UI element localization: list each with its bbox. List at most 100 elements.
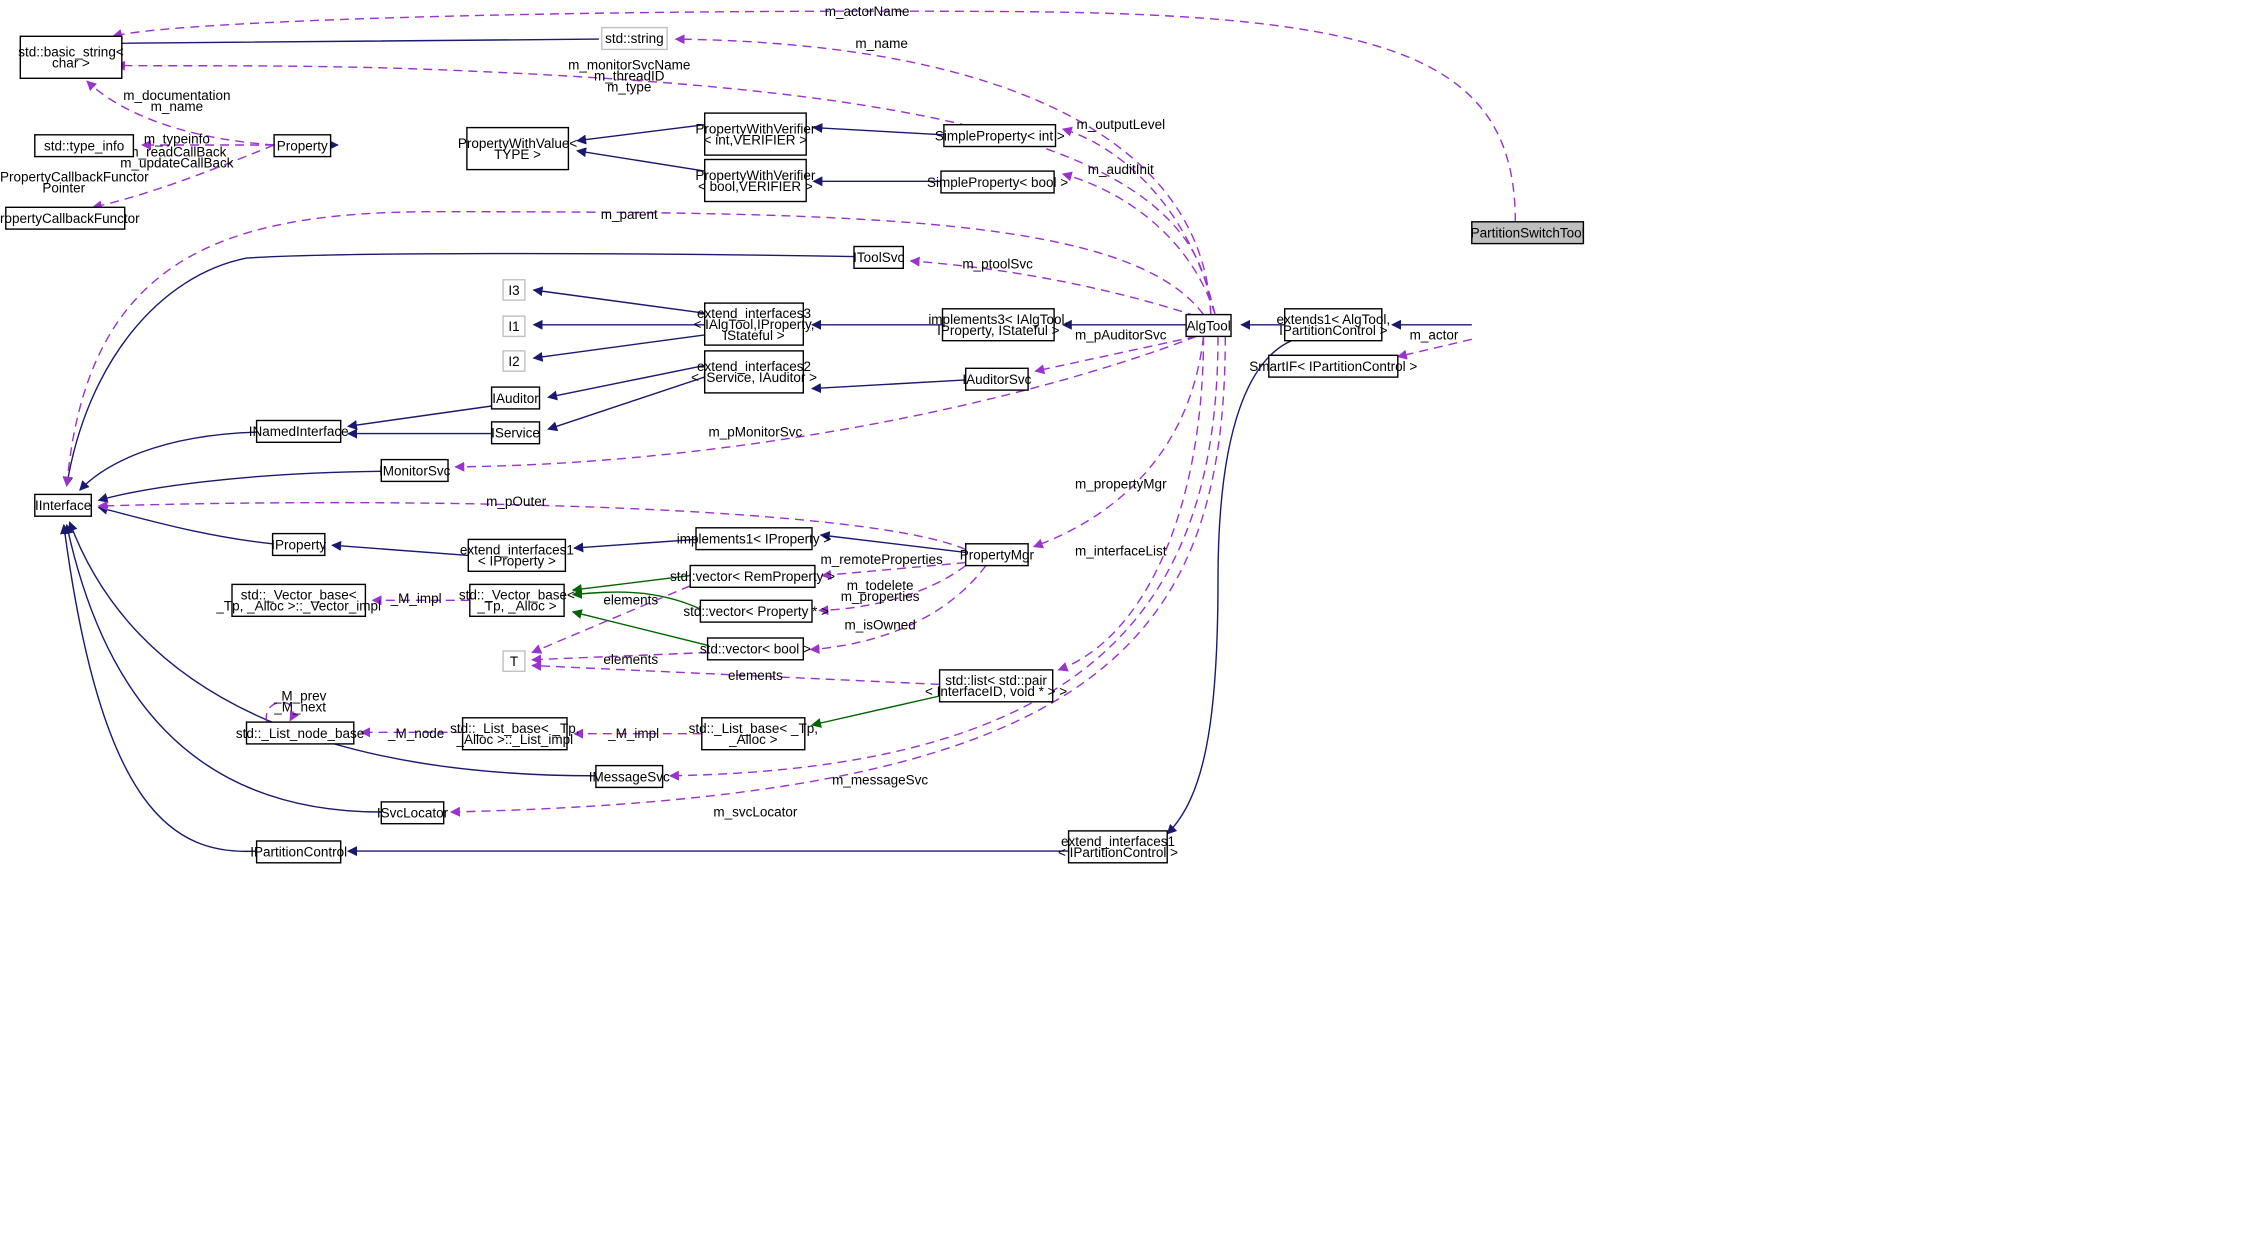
class-node-label: std::basic_string<char > [18, 45, 124, 71]
class-node-list-node-base[interactable]: std::_List_node_base [236, 721, 364, 745]
class-node-t[interactable]: T [502, 650, 526, 672]
class-node-label: IToolSvc [853, 250, 904, 265]
usage-edge [531, 585, 691, 654]
edge-label-elements-2: elements [603, 652, 658, 667]
inheritance-edge [347, 405, 492, 430]
class-node-smartif[interactable]: SmartIF< IPartitionControl > [1249, 354, 1417, 378]
class-node-pwv-int[interactable]: PropertyWithVerifier< int,VERIFIER > [695, 112, 816, 156]
class-node-iauditorsvc[interactable]: IAuditorSvc [962, 367, 1032, 391]
class-node-isvclocator[interactable]: ISvcLocator [377, 801, 449, 825]
edge-label-m-isowned: m_isOwned [844, 617, 915, 632]
class-node-pwv-bool[interactable]: PropertyWithVerifier< bool,VERIFIER > [695, 158, 816, 203]
edge-label-m-propertymgr: m_propertyMgr [1075, 477, 1167, 492]
class-node-label: PropertyCallbackFunctor [0, 211, 140, 226]
usage-edge [62, 210, 1205, 487]
class-node-label: AlgTool [1186, 318, 1230, 333]
template-instance-edge [571, 588, 701, 610]
class-node-label: extends1< AlgTool,IPartitionControl > [1276, 312, 1390, 338]
edge-label-nullproperty: nullPropertyCallbackFunctorPointer [0, 169, 149, 195]
edge-label-m-node: _M_node [387, 726, 444, 741]
class-node-label: PropertyWithValue<TYPE > [458, 136, 578, 162]
class-node-label: IMessageSvc [589, 769, 670, 784]
inheritance-edge [576, 124, 705, 145]
inheritance-edge [60, 523, 257, 853]
class-node-label: IAuditorSvc [962, 372, 1031, 387]
usage-edge [668, 336, 1219, 781]
usage-edge [1061, 171, 1216, 315]
class-node-imessagesvc[interactable]: IMessageSvc [589, 764, 670, 789]
class-node-string[interactable]: std::string [601, 26, 668, 51]
class-node-label: IInterface [35, 498, 91, 513]
class-node-vec-bool[interactable]: std::vector< bool > [700, 637, 811, 661]
class-node-iproperty[interactable]: IProperty [271, 532, 326, 557]
class-node-label: PropertyMgr [960, 547, 1035, 562]
usage-edge [674, 34, 1212, 315]
class-node-vec-base-impl[interactable]: std::_Vector_base<_Tp, _Alloc >::_Vector… [215, 583, 381, 618]
class-node-label: SimpleProperty< bool > [927, 175, 1068, 190]
class-node-impl1[interactable]: implements1< IProperty > [677, 527, 832, 551]
edge-label-m-outputlevel: m_outputLevel [1077, 117, 1166, 132]
class-node-i3[interactable]: I3 [502, 279, 526, 301]
class-node-ext1-iproperty[interactable]: extend_interfaces1< IProperty > [460, 538, 574, 573]
class-node-label: IProperty [271, 537, 326, 552]
usage-edge [909, 256, 1197, 317]
class-node-iservice[interactable]: IService [490, 421, 541, 445]
edge-label-m-pauditorsvc: m_pAuditorSvc [1075, 327, 1167, 342]
class-node-sp-bool[interactable]: SimpleProperty< bool > [927, 170, 1068, 194]
class-node-vec-prop[interactable]: std::vector< Property * > [683, 599, 829, 623]
class-node-list-base[interactable]: std::_List_base< _Tp,_Alloc > [689, 717, 818, 751]
class-node-propertywithvalue[interactable]: PropertyWithValue<TYPE > [458, 126, 578, 171]
class-node-ipartitioncontrol[interactable]: IPartitionControl [250, 840, 347, 864]
class-node-label: IPartitionControl [250, 845, 347, 860]
class-node-ext3[interactable]: extend_interfaces3< IAlgTool,IProperty,I… [694, 302, 815, 346]
class-node-itoolsvc[interactable]: IToolSvc [853, 245, 904, 269]
class-node-ext2[interactable]: extend_interfaces2< IService, IAuditor > [691, 350, 817, 394]
class-node-label: SmartIF< IPartitionControl > [1249, 359, 1417, 374]
class-node-algtool[interactable]: AlgTool [1185, 313, 1232, 338]
usage-edge [449, 336, 1226, 817]
class-node-label: ISvcLocator [377, 806, 449, 821]
class-node-i2[interactable]: I2 [502, 350, 526, 372]
class-node-list-pair[interactable]: std::list< std::pair< InterfaceID, void … [925, 669, 1067, 703]
class-node-label: std::_List_base< _Tp,_Alloc >::_List_imp… [450, 721, 579, 747]
class-node-label: extend_interfaces1< IProperty > [460, 543, 574, 569]
class-node-vec-base[interactable]: std::_Vector_base<_Tp, _Alloc > [459, 583, 575, 618]
class-node-i1[interactable]: I1 [502, 315, 526, 338]
class-node-iauditor[interactable]: IAuditor [490, 386, 541, 410]
class-node-label: SimpleProperty< int > [935, 128, 1065, 143]
inheritance-edge [97, 504, 273, 545]
inheritance-edge [547, 364, 705, 401]
class-node-vec-remprop[interactable]: std::vector< RemProperty > [670, 564, 835, 588]
edge-label-elements-1: elements [603, 593, 658, 608]
class-node-pcbf[interactable]: PropertyCallbackFunctor [0, 206, 140, 230]
edge-label-m-remoteproperties: m_remoteProperties [820, 552, 943, 567]
class-node-label: std::list< std::pair< InterfaceID, void … [925, 673, 1067, 699]
inheritance-edge [576, 147, 705, 172]
usage-edge [1032, 336, 1205, 549]
class-node-inamedinterface[interactable]: INamedInterface [249, 419, 349, 443]
class-node-basic-string[interactable]: std::basic_string<char > [18, 35, 124, 79]
class-node-extends1[interactable]: extends1< AlgTool,IPartitionControl > [1276, 308, 1390, 342]
class-node-label: std::vector< RemProperty > [670, 569, 835, 584]
class-node-label: PropertyWithVerifier< int,VERIFIER > [695, 121, 816, 147]
class-node-list-base-impl[interactable]: std::_List_base< _Tp,_Alloc >::_List_imp… [450, 717, 580, 751]
class-node-ext1-ipc[interactable]: extend_interfaces1< IPartitionControl > [1058, 830, 1178, 864]
class-node-label: std::_Vector_base<_Tp, _Alloc >::_Vector… [215, 588, 381, 614]
class-node-sp-int[interactable]: SimpleProperty< int > [935, 123, 1065, 148]
class-node-iinterface[interactable]: IInterface [34, 493, 92, 517]
edge-label-m-prev: _M_prev_M_next [273, 688, 327, 714]
edge-label-m-actorname: m_actorName [825, 4, 910, 19]
class-node-label: I1 [508, 319, 519, 334]
class-node-partitionswitchtool[interactable]: PartitionSwitchTool [1471, 221, 1585, 245]
class-node-property[interactable]: Property [273, 134, 332, 158]
class-node-type-info[interactable]: std::type_info [34, 134, 135, 158]
class-node-label: T [510, 654, 518, 669]
class-node-propertymgr[interactable]: PropertyMgr [960, 543, 1035, 567]
usage-edge [1061, 126, 1216, 315]
usage-edge [112, 10, 1516, 222]
class-node-impl3[interactable]: implements3< IAlgTool,IProperty, IStatef… [928, 308, 1068, 342]
class-node-imonitorsvc[interactable]: IMonitorSvc [379, 458, 451, 483]
